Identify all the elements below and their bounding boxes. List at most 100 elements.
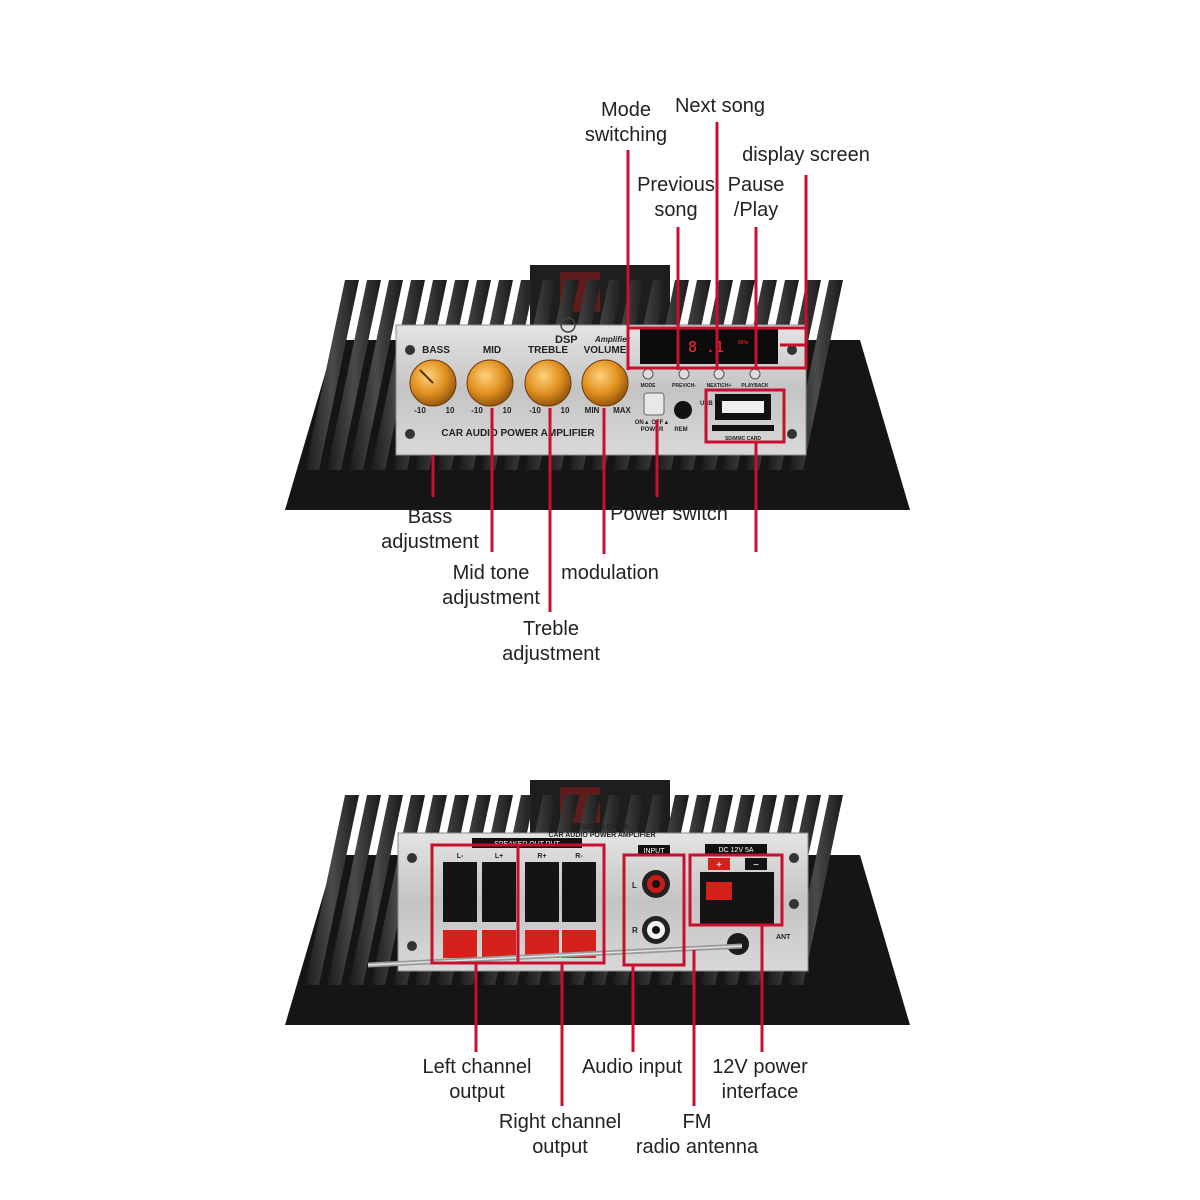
callout-next-song: Next song (674, 95, 766, 117)
knob-label-treble: TREBLE (528, 345, 568, 356)
rca-right-jack[interactable] (642, 916, 670, 944)
mode-button[interactable] (642, 368, 654, 380)
treble-scale-max: 10 (561, 406, 570, 415)
treble-scale-min: -10 (529, 406, 541, 415)
bass-scale-min: -10 (414, 406, 426, 415)
brand-dsp: DSP (555, 334, 578, 346)
front-amplifier: DSP Amplifier BASS MID TREBLE VOLUME -10… (285, 265, 910, 510)
power-label: POWER (641, 427, 664, 433)
callout-fm-antenna: FM radio antenna (635, 1111, 759, 1158)
audio-input-highlight-box (622, 853, 686, 967)
screw (405, 345, 415, 355)
rca-left-jack[interactable] (642, 870, 670, 898)
mid-scale-min: -10 (471, 406, 483, 415)
callout-right-channel: Right channel output (498, 1111, 622, 1158)
callout-modulation: modulation (561, 562, 659, 584)
screw (787, 345, 797, 355)
next-button-label: NEXT/CH+ (707, 383, 732, 389)
power-onoff-label: ON▲ OFF▲ (635, 420, 670, 426)
input-label: INPUT (644, 848, 666, 855)
callout-pause-play: Pause /Play (727, 174, 785, 221)
screw (789, 853, 799, 863)
back-amplifier: MADE IN CHINA CAR AUDIO POWER AMPLIFIER … (285, 780, 910, 1025)
screw (405, 429, 415, 439)
prev-button-label: PREV/CH- (672, 383, 696, 389)
svg-text:L+: L+ (495, 853, 503, 860)
made-in-label: MADE IN CHINA (575, 824, 629, 831)
callout-power-switch: Power switch (610, 503, 728, 525)
dc-label: DC 12V 5A (718, 847, 753, 854)
callout-mid-tone: Mid tone adjustment (442, 562, 540, 609)
knob-label-mid: MID (483, 345, 501, 356)
volume-knob[interactable] (581, 359, 629, 407)
terminal-r-plus[interactable]: R+ (525, 853, 559, 958)
callout-treble-adjustment: Treble adjustment (502, 618, 600, 665)
playback-button-label: PLAYBACK (741, 383, 769, 389)
terminal-l-minus[interactable]: L- (443, 853, 477, 958)
callout-bass-adjustment: Bass adjustment (381, 506, 479, 553)
volume-scale-min: MIN (585, 406, 600, 415)
usb-sd-highlight-box (704, 388, 786, 444)
sd-card-slot[interactable] (712, 425, 774, 431)
playback-button[interactable] (749, 368, 761, 380)
power-switch[interactable] (643, 392, 665, 416)
terminal-r-minus[interactable]: R- (562, 853, 596, 958)
brand-amplifier: Amplifier (594, 335, 631, 344)
display-readout: 8 .1 (688, 338, 724, 356)
screw (407, 941, 417, 951)
mid-knob[interactable] (466, 359, 514, 407)
callout-12v-power: 12V power interface (712, 1056, 808, 1103)
heatsink-fin (305, 795, 359, 985)
dc-plus: + (716, 860, 722, 871)
front-panel-title: CAR AUDIO POWER AMPLIFIER (441, 428, 595, 439)
back-panel-title: CAR AUDIO POWER AMPLIFIER (548, 832, 655, 839)
dc-plus-marker (708, 858, 730, 870)
screw (787, 429, 797, 439)
heatsink-fin (327, 795, 381, 985)
input-r-label: R (632, 926, 638, 935)
next-button[interactable] (713, 368, 725, 380)
bass-scale-max: 10 (446, 406, 455, 415)
mode-button-label: MODE (641, 383, 657, 389)
callout-display-screen: display screen (742, 144, 870, 166)
dc-minus: − (753, 860, 759, 871)
screw (407, 853, 417, 863)
volume-scale-max: MAX (613, 406, 631, 415)
heatsink-fin (349, 795, 403, 985)
input-l-label: L (632, 881, 637, 890)
svg-text:L-: L- (457, 853, 464, 860)
callout-left-channel: Left channel output (422, 1056, 532, 1103)
heatsink-fin (327, 280, 381, 470)
dc-label-bg (705, 844, 767, 854)
prev-button[interactable] (678, 368, 690, 380)
ant-label: ANT (776, 934, 791, 941)
fm-antenna-rod-highlight (367, 945, 743, 966)
treble-knob[interactable] (524, 359, 572, 407)
display-unit: MHz (738, 340, 749, 346)
svg-text:R+: R+ (537, 853, 546, 860)
dc-power-terminal[interactable] (700, 872, 774, 924)
input-label-bg (638, 845, 670, 855)
knob-label-bass: BASS (422, 345, 450, 356)
rem-label: REM (674, 427, 687, 433)
svg-text:R-: R- (575, 853, 583, 860)
callout-audio-input: Audio input (581, 1056, 683, 1078)
heatsink-fin (349, 280, 403, 470)
bass-knob[interactable] (409, 359, 457, 407)
terminal-l-plus[interactable]: L+ (482, 853, 516, 958)
callout-lines (431, 122, 808, 1106)
sd-label: SD/MMC CARD (725, 436, 761, 442)
dc-minus-marker (745, 858, 767, 870)
knob-label-volume: VOLUME (584, 345, 627, 356)
usb-slot (722, 401, 764, 413)
mid-scale-max: 10 (503, 406, 512, 415)
speaker-output-label-bg (472, 838, 582, 848)
rem-jack[interactable] (674, 401, 692, 419)
heatsink-fin (305, 280, 359, 470)
callout-previous-song: Previous song (637, 174, 715, 221)
moon-icon (560, 317, 576, 333)
callout-mode-switching: Mode switching (584, 99, 668, 146)
screw (789, 899, 799, 909)
power-12v-highlight-box (688, 853, 784, 927)
